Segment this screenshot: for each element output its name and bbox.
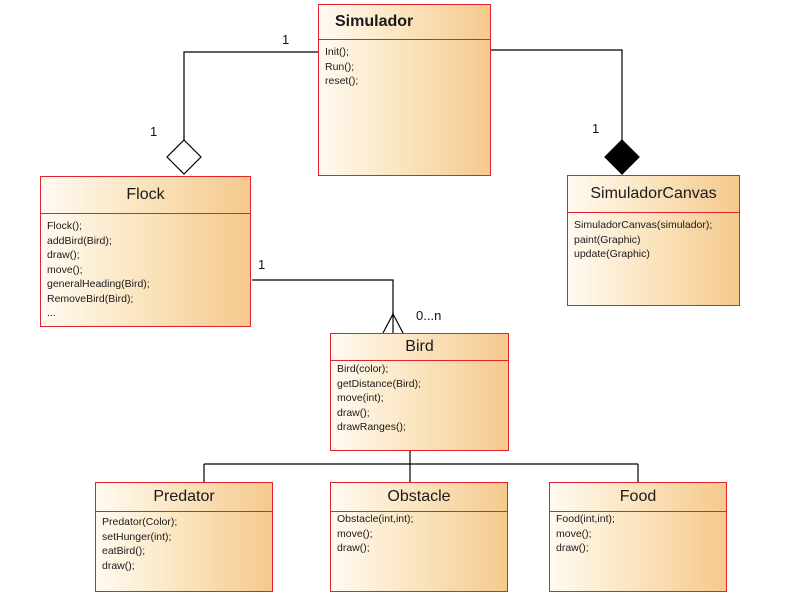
simulador-class[interactable]: Simulador Init(); Run(); reset(); xyxy=(318,4,491,176)
simulador-canvas-class[interactable]: SimuladorCanvas SimuladorCanvas(simulado… xyxy=(567,175,740,306)
flock-class[interactable]: Flock Flock(); addBird(Bird); draw(); mo… xyxy=(40,176,251,327)
canvas-composition-diamond xyxy=(604,139,640,175)
food-method: draw(); xyxy=(556,542,589,554)
obstacle-class-separator xyxy=(331,511,507,512)
bird-method: getDistance(Bird); xyxy=(337,377,422,390)
simulador-canvas-method-list: SimuladorCanvas(simulador); paint(Graphi… xyxy=(574,218,735,262)
predator-class[interactable]: Predator Predator(Color); setHunger(int)… xyxy=(95,482,273,592)
flock-method: RemoveBird(Bird); xyxy=(47,292,134,305)
flock-method: draw(); xyxy=(47,249,80,261)
simulador-class-name: Simulador xyxy=(335,13,414,30)
predator-method: draw(); xyxy=(102,559,135,572)
simulador-method: Run(); xyxy=(325,60,355,73)
multiplicity-simulador-canvas-canvas-side: 1 xyxy=(592,121,600,136)
simulador-canvas-association-line xyxy=(490,49,623,143)
food-method: move(); xyxy=(556,527,592,540)
flock-method-list: Flock(); addBird(Bird); draw(); move(); … xyxy=(47,219,246,321)
obstacle-method: draw(); xyxy=(337,542,370,554)
obstacle-method: Obstacle(int,int); xyxy=(337,513,414,525)
bird-class-separator xyxy=(331,360,508,361)
simulador-class-separator xyxy=(319,39,490,40)
flock-method: generalHeading(Bird); xyxy=(47,278,150,290)
bird-class[interactable]: Bird Bird(color); getDistance(Bird); mov… xyxy=(330,333,509,451)
predator-method: eatBird(); xyxy=(102,545,146,557)
flock-aggregation-diamond xyxy=(166,139,202,175)
flock-class-separator xyxy=(41,213,250,214)
obstacle-method: move(); xyxy=(337,527,373,540)
simulador-method: Init(); xyxy=(325,46,349,58)
predator-class-separator xyxy=(96,511,272,512)
simulador-method-list: Init(); Run(); reset(); xyxy=(325,45,486,89)
predator-method: setHunger(int); xyxy=(102,530,172,543)
simulador-canvas-class-name: SimuladorCanvas xyxy=(590,185,717,202)
flock-method: move(); xyxy=(47,263,83,276)
obstacle-class[interactable]: Obstacle Obstacle(int,int); move(); draw… xyxy=(330,482,508,592)
bird-method: draw(); xyxy=(337,406,370,419)
bird-crows-foot xyxy=(382,312,404,334)
food-method: Food(int,int); xyxy=(556,513,615,525)
flock-bird-association-line xyxy=(252,279,394,314)
bird-class-name: Bird xyxy=(405,338,434,355)
simulador-canvas-method: update(Graphic) xyxy=(574,248,650,260)
simulador-canvas-class-separator xyxy=(568,212,739,213)
multiplicity-flock-bird-bird-side: 0...n xyxy=(416,308,442,323)
obstacle-class-name: Obstacle xyxy=(387,488,451,505)
food-class-separator xyxy=(550,511,726,512)
simulador-canvas-method: SimuladorCanvas(simulador); xyxy=(574,219,713,231)
flock-class-name: Flock xyxy=(126,186,165,203)
multiplicity-flock-bird-flock-side: 1 xyxy=(258,257,266,272)
food-method-list: Food(int,int); move(); draw(); xyxy=(556,512,722,556)
predator-class-name: Predator xyxy=(153,488,215,505)
bird-method-list: Bird(color); getDistance(Bird); move(int… xyxy=(337,362,504,435)
bird-method: Bird(color); xyxy=(337,363,389,375)
simulador-flock-association-line xyxy=(183,51,318,143)
food-class-name: Food xyxy=(619,488,657,505)
predator-method-list: Predator(Color); setHunger(int); eatBird… xyxy=(102,515,268,573)
multiplicity-simulador-flock-flock-side: 1 xyxy=(150,124,158,139)
flock-method: addBird(Bird); xyxy=(47,234,112,247)
flock-method: ... xyxy=(47,307,56,319)
bird-method: drawRanges(); xyxy=(337,421,406,433)
obstacle-method-list: Obstacle(int,int); move(); draw(); xyxy=(337,512,503,556)
food-class[interactable]: Food Food(int,int); move(); draw(); xyxy=(549,482,727,592)
simulador-canvas-method: paint(Graphic) xyxy=(574,233,641,246)
flock-method: Flock(); xyxy=(47,220,82,232)
multiplicity-simulador-flock-sim-side: 1 xyxy=(282,32,290,47)
simulador-method: reset(); xyxy=(325,75,359,87)
predator-method: Predator(Color); xyxy=(102,516,178,528)
bird-method: move(int); xyxy=(337,392,384,404)
